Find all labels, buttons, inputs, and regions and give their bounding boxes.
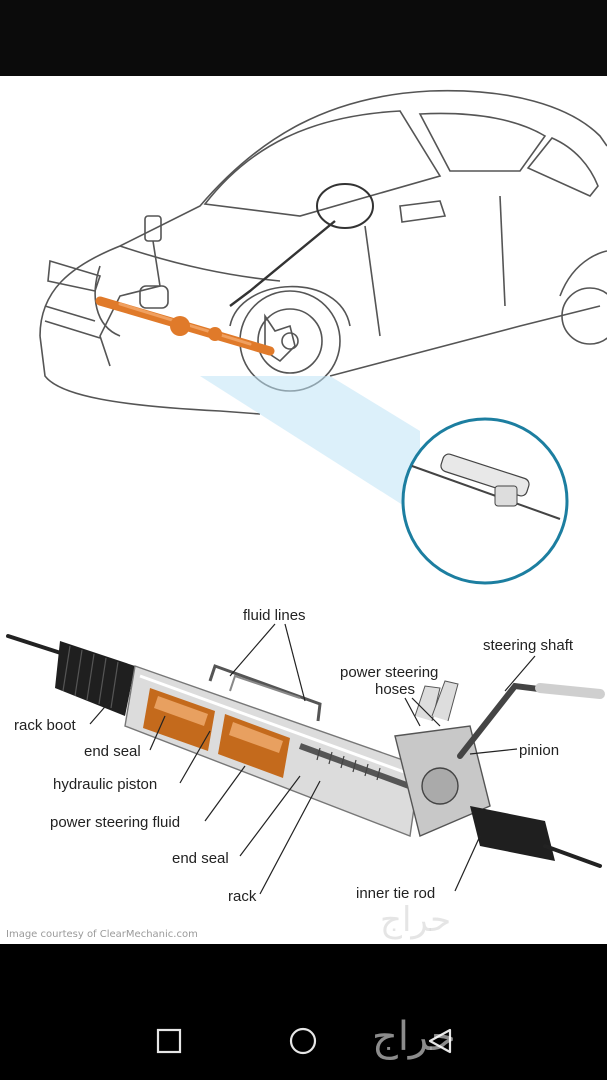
label-power-steering-fluid: power steering fluid xyxy=(50,814,180,831)
navbar-watermark: حراج xyxy=(372,1014,456,1060)
label-power-steering-hoses: power steering xyxy=(340,664,438,681)
home-button[interactable] xyxy=(284,1022,324,1062)
car-illustration xyxy=(39,89,607,415)
label-steering-shaft: steering shaft xyxy=(483,637,574,654)
rack-cutaway xyxy=(6,634,605,868)
rack-highlight xyxy=(95,296,275,356)
triangle-back-icon xyxy=(428,1028,452,1054)
label-fluid-lines: fluid lines xyxy=(243,607,306,624)
image-credit: Image courtesy of ClearMechanic.com xyxy=(6,929,198,940)
label-end-seal-bottom: end seal xyxy=(172,850,229,867)
label-rack: rack xyxy=(228,888,257,905)
navigation-bar: حراج xyxy=(0,1000,607,1080)
label-inner-tie-rod: inner tie rod xyxy=(356,885,435,902)
status-bar xyxy=(0,0,607,76)
circle-home-icon xyxy=(289,1027,317,1055)
label-rack-boot: rack boot xyxy=(14,717,77,734)
diagram-labels: fluid lines steering shaft power steerin… xyxy=(14,607,574,905)
label-hydraulic-piston: hydraulic piston xyxy=(53,776,157,793)
label-pinion: pinion xyxy=(519,742,559,759)
zoom-beam xyxy=(200,376,420,516)
image-viewer[interactable]: fluid lines steering shaft power steerin… xyxy=(0,76,607,944)
zoom-lens xyxy=(401,417,569,585)
label-power-steering-hoses-2: hoses xyxy=(375,681,415,698)
leader-lines xyxy=(89,623,536,895)
label-end-seal-top: end seal xyxy=(84,743,141,760)
image-watermark: حراج xyxy=(380,900,451,940)
back-button[interactable] xyxy=(420,1022,460,1062)
steering-rack-diagram: fluid lines steering shaft power steerin… xyxy=(6,89,607,940)
recent-apps-button[interactable] xyxy=(150,1022,190,1062)
square-recent-icon xyxy=(156,1028,182,1054)
